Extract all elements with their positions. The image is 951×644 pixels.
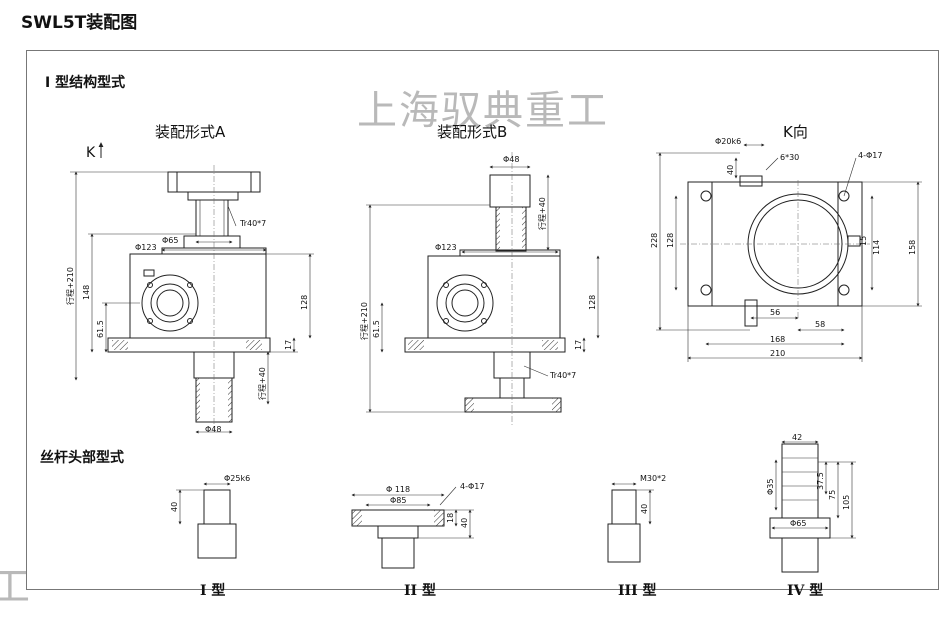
- k-dim-128: 128: [666, 233, 675, 248]
- t4-dim-105: 105: [842, 495, 851, 510]
- t4-dim-375: 37.5: [816, 472, 825, 490]
- drawing-frame: [26, 50, 939, 590]
- a-dim-stroke40: 行程+40: [257, 367, 267, 400]
- t4-dim-d65: Φ65: [790, 519, 806, 528]
- b-dim-17: 17: [574, 340, 583, 350]
- b-dim-stroke210: 行程+210: [359, 302, 369, 340]
- type-1-label: I 型: [200, 583, 226, 599]
- b-upper-screw: [495, 206, 527, 252]
- t2-dim-d85: Φ85: [390, 496, 406, 505]
- k-dim-56: 56: [770, 308, 780, 317]
- k-dim-168: 168: [770, 335, 785, 344]
- watermark: 上海驭典重工: [357, 88, 609, 134]
- k-dim-210: 210: [770, 349, 785, 358]
- page-title: SWL5T装配图: [21, 13, 138, 33]
- k-dim-4d17: 4-Φ17: [858, 151, 882, 160]
- k-arrow-label: K: [86, 145, 96, 161]
- view-b-drawing: Φ48 行程+40 Φ123 行程+210 61.5 128 17 Tr40*7: [359, 152, 600, 425]
- t2-flange: [351, 509, 445, 527]
- k-dim-d20: Φ20k6: [715, 137, 741, 146]
- view-k-title: K向: [783, 123, 808, 141]
- t4-dim-75: 75: [828, 490, 837, 500]
- t3-dim-40: 40: [640, 504, 649, 514]
- a-dim-d65: Φ65: [162, 236, 178, 245]
- k-dim-114: 114: [872, 240, 881, 255]
- type-2-drawing: Φ 118 Φ85 4-Φ17 18 40: [351, 482, 484, 569]
- b-dim-128: 128: [588, 295, 597, 310]
- a-dim-148: 148: [82, 285, 91, 300]
- view-a-drawing: K Tr40*7 Φ65: [65, 142, 314, 434]
- b-dim-stroke40: 行程+40: [537, 197, 547, 230]
- b-dim-615: 61.5: [372, 320, 381, 338]
- a-dim-tr: Tr40*7: [239, 219, 266, 228]
- view-b-title: 装配形式B: [437, 123, 508, 141]
- t2-dim-4d17: 4-Φ17: [460, 482, 484, 491]
- t4-dim-42: 42: [792, 433, 802, 442]
- b-bottom-flange: [464, 397, 562, 413]
- t2-dim-40: 40: [460, 518, 469, 528]
- type-2-label: II 型: [404, 583, 436, 599]
- t1-dim-d25: Φ25k6: [224, 474, 250, 483]
- section-screw-head-title: 丝杆头部型式: [40, 450, 124, 466]
- k-dim-40: 40: [726, 165, 735, 175]
- t3-dim-m30: M30*2: [640, 474, 666, 483]
- view-k-drawing: Φ20k6 40 6*30 4-Φ17 228 128 114 158 15 5…: [650, 137, 922, 362]
- k-dim-158: 158: [908, 240, 917, 255]
- k-dim-58: 58: [815, 320, 825, 329]
- t4-dim-d35: Φ35: [766, 479, 775, 495]
- a-dim-d48: Φ48: [205, 425, 221, 434]
- k-dim-6x30: 6*30: [780, 153, 799, 162]
- watermark-partial: 工: [0, 564, 30, 610]
- view-a-title: 装配形式A: [155, 123, 226, 141]
- a-screw: [195, 199, 229, 237]
- t2-dim-18: 18: [446, 513, 455, 523]
- t2-dim-d118: Φ 118: [386, 485, 410, 494]
- b-dim-d48: Φ48: [503, 155, 519, 164]
- a-dim-615: 61.5: [96, 320, 105, 338]
- a-dim-d123: Φ123: [135, 243, 157, 252]
- b-dim-tr: Tr40*7: [549, 371, 576, 380]
- b-dim-d123: Φ123: [435, 243, 457, 252]
- k-input-shaft: [744, 299, 758, 327]
- type-4-drawing: 42 Φ35 37.5 75 105 Φ65: [766, 433, 856, 573]
- k-dim-15: 15: [859, 236, 868, 246]
- a-dim-128: 128: [300, 295, 309, 310]
- k-dim-228: 228: [650, 233, 659, 248]
- a-dim-17: 17: [284, 340, 293, 350]
- a-dim-stroke210: 行程+210: [65, 267, 75, 305]
- type-3-label: III 型: [618, 583, 657, 599]
- type-4-label: IV 型: [787, 583, 824, 599]
- t1-dim-40: 40: [170, 502, 179, 512]
- a-gearbox-body: [129, 253, 267, 339]
- section-structure-title: I 型结构型式: [45, 75, 126, 91]
- type-3-drawing: M30*2 40: [607, 474, 666, 563]
- type-1-drawing: Φ25k6 40: [170, 474, 250, 559]
